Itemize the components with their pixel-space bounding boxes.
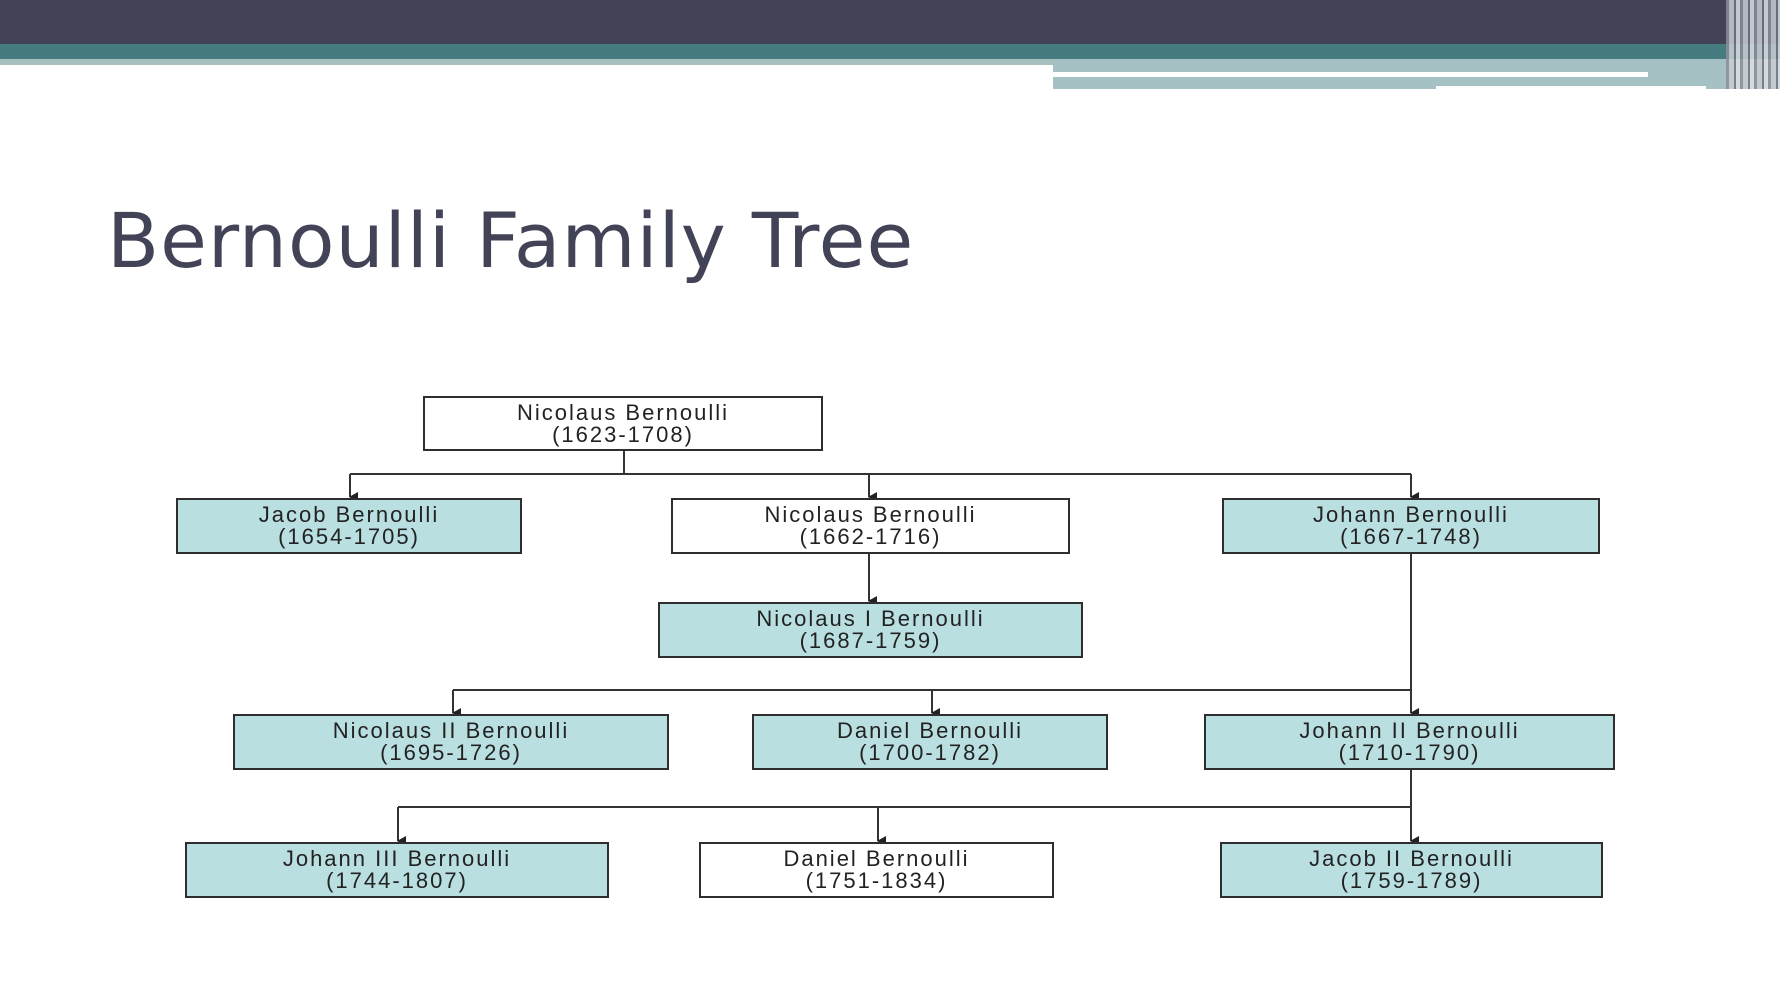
tree-node: Johann Bernoulli(1667-1748) <box>1222 498 1600 554</box>
node-years: (1700-1782) <box>859 740 1001 765</box>
tree-node: Daniel Bernoulli(1700-1782) <box>752 714 1108 770</box>
node-years: (1654-1705) <box>278 524 420 549</box>
node-years: (1759-1789) <box>1340 868 1483 893</box>
tree-node: Jacob II Bernoulli(1759-1789) <box>1220 842 1603 898</box>
node-years: (1687-1759) <box>799 628 942 653</box>
tree-node: Jacob Bernoulli(1654-1705) <box>176 498 522 554</box>
node-name: Daniel Bernoulli <box>783 846 970 871</box>
header-edge-stripes <box>1726 0 1780 89</box>
node-years: (1751-1834) <box>805 868 948 893</box>
node-name: Daniel Bernoulli <box>836 718 1024 743</box>
header-band-notch <box>1436 86 1706 90</box>
node-name: Nicolaus Bernoulli <box>516 399 730 425</box>
node-name: Johann III Bernoulli <box>282 846 512 871</box>
node-name: Nicolaus I Bernoulli <box>756 606 985 631</box>
tree-node: Nicolaus Bernoulli(1662-1716) <box>671 498 1070 554</box>
header-strip-left <box>0 59 1053 65</box>
tree-node: Nicolaus Bernoulli(1623-1708) <box>423 396 823 451</box>
node-years: (1744-1807) <box>326 868 468 893</box>
node-years: (1695-1726) <box>380 740 522 765</box>
tree-node: Johann III Bernoulli(1744-1807) <box>185 842 609 898</box>
header-band-white-line <box>1053 72 1648 77</box>
header-bar-teal <box>0 44 1780 59</box>
node-years: (1667-1748) <box>1340 524 1482 549</box>
node-years: (1662-1716) <box>799 524 942 549</box>
tree-node: Nicolaus I Bernoulli(1687-1759) <box>658 602 1083 658</box>
tree-node: Johann II Bernoulli(1710-1790) <box>1204 714 1615 770</box>
node-name: Jacob II Bernoulli <box>1309 846 1514 871</box>
node-name: Nicolaus Bernoulli <box>764 502 977 527</box>
node-years: (1710-1790) <box>1338 740 1481 765</box>
tree-node: Nicolaus II Bernoulli(1695-1726) <box>233 714 669 770</box>
node-years: (1623-1708) <box>552 421 694 447</box>
tree-node: Daniel Bernoulli(1751-1834) <box>699 842 1054 898</box>
node-name: Nicolaus II Bernoulli <box>332 718 570 743</box>
node-name: Johann II Bernoulli <box>1299 718 1520 743</box>
node-name: Jacob Bernoulli <box>258 502 440 527</box>
node-name: Johann Bernoulli <box>1313 502 1509 527</box>
slide-title: Bernoulli Family Tree <box>107 196 915 285</box>
header-bar-dark <box>0 0 1780 44</box>
